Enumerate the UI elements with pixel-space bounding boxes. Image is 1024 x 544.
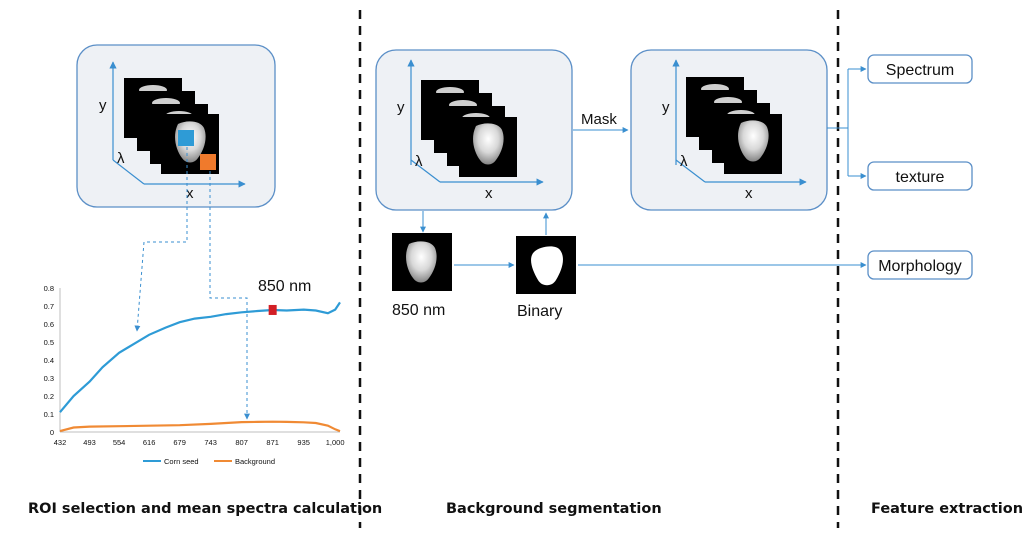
band-850nm-image [392, 233, 452, 291]
x-tick-label: 554 [113, 438, 126, 447]
seg-axis-x: x [485, 185, 493, 202]
mask-label: Mask [581, 111, 617, 128]
binary-label: Binary [517, 303, 562, 320]
y-tick-label: 0 [50, 428, 54, 437]
series-background-line [59, 420, 341, 433]
roi-corn-square [178, 130, 194, 146]
legend-background: Background [235, 457, 275, 466]
x-tick-label: 1,000 [326, 438, 345, 447]
chart-marker-label: 850 nm [258, 278, 311, 295]
seg-axis-y: y [397, 99, 405, 116]
roi-axis-x: x [186, 185, 194, 202]
y-tick-label: 0.8 [44, 284, 54, 293]
y-tick-label: 0.2 [44, 392, 54, 401]
legend-corn-seed: Corn seed [164, 457, 199, 466]
series-corn-seed-line [59, 301, 341, 413]
segmentation-hypercube-panel: y λ x [375, 49, 573, 211]
roi-axis-y: y [99, 97, 107, 114]
binary-mask-image [516, 236, 576, 294]
roi-axis-lambda: λ [117, 150, 125, 167]
section-title-features: Feature extraction [871, 501, 1023, 517]
band-850nm-label: 850 nm [392, 302, 445, 319]
x-tick-label: 493 [83, 438, 96, 447]
output-spectrum: Spectrum [867, 54, 973, 84]
connector-corn [134, 147, 188, 332]
seg-axis-lambda: λ [415, 153, 423, 170]
x-tick-labels: 432 493 554 616 679 743 807 871 935 1,000 [54, 438, 345, 447]
connector-background [209, 171, 250, 420]
roi-hypercube-panel: y λ x [76, 44, 276, 208]
x-tick-label: 807 [235, 438, 248, 447]
x-tick-label: 871 [266, 438, 279, 447]
output-morphology: Morphology [867, 250, 973, 280]
mask-axis-lambda: λ [680, 153, 688, 170]
y-tick-label: 0.1 [44, 410, 54, 419]
y-tick-labels: 0 0.1 0.2 0.3 0.4 0.5 0.6 0.7 0.8 [44, 284, 54, 437]
x-tick-label: 935 [297, 438, 310, 447]
x-tick-label: 616 [143, 438, 156, 447]
svg-text:Morphology: Morphology [878, 258, 962, 275]
y-tick-label: 0.7 [44, 302, 54, 311]
mask-axis-y: y [662, 99, 670, 116]
mask-axis-x: x [745, 185, 753, 202]
output-texture: texture [867, 161, 973, 191]
roi-background-square [200, 154, 216, 170]
y-tick-label: 0.4 [44, 356, 54, 365]
x-tick-label: 743 [204, 438, 217, 447]
section-title-segmentation: Background segmentation [446, 501, 662, 517]
section-title-roi: ROI selection and mean spectra calculati… [28, 501, 382, 517]
y-tick-label: 0.5 [44, 338, 54, 347]
y-tick-label: 0.3 [44, 374, 54, 383]
x-tick-label: 679 [173, 438, 186, 447]
y-tick-label: 0.6 [44, 320, 54, 329]
x-tick-label: 432 [54, 438, 67, 447]
svg-text:texture: texture [896, 169, 945, 186]
masked-hypercube-panel: y λ x [630, 49, 828, 211]
850nm-marker [268, 304, 277, 315]
svg-text:Spectrum: Spectrum [886, 62, 954, 79]
spectra-chart: 0 0.1 0.2 0.3 0.4 0.5 0.6 0.7 0.8 432 493 554 616 67… [44, 278, 345, 466]
